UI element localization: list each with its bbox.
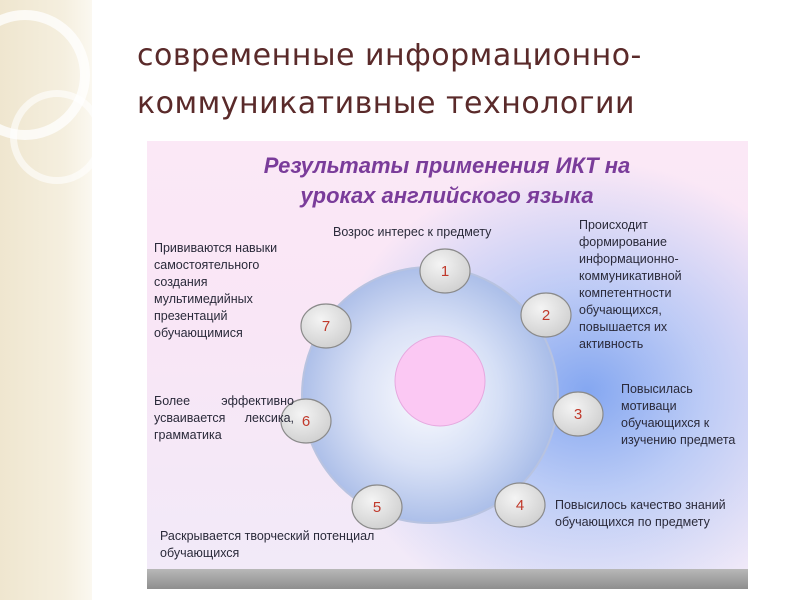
cycle-node-circle	[351, 484, 403, 530]
cycle-node-circle	[280, 398, 332, 444]
node-label-3: Повысилась мотиваци обучающихся к изучен…	[621, 382, 736, 447]
cycle-node-7: 7	[300, 303, 352, 349]
diagram-bottom-bar	[147, 569, 748, 589]
cycle-node-number: 3	[574, 406, 582, 423]
slide-title: современные информационно- коммуникативн…	[137, 32, 777, 128]
cycle-node-circle	[419, 248, 471, 294]
node-label-2: Происходит формирование информационно-ко…	[579, 218, 682, 351]
cycle-node-number: 2	[542, 307, 550, 324]
node-label-6: Более эффективно усваивается лексика, гр…	[154, 394, 294, 442]
cycle-node-circle	[520, 292, 572, 338]
diagram-heading-line-1: Результаты применения ИКТ на	[263, 153, 631, 178]
node-label-4: Повысилось качество знаний обучающихся п…	[555, 498, 726, 529]
cycle-node-1: 1	[419, 248, 471, 294]
cycle-node-6: 6	[280, 398, 332, 444]
cycle-node-4: 4	[494, 482, 546, 528]
cycle-node-circle	[552, 391, 604, 437]
slide-title-line-1: современные информационно-	[137, 38, 642, 73]
slide-title-line-2: коммуникативные технологии	[137, 86, 635, 121]
cycle-node-number: 1	[441, 263, 449, 280]
cycle-node-number: 6	[302, 413, 310, 430]
node-label-5: Раскрывается творческий потенциал обучаю…	[160, 529, 375, 560]
cycle-node-3: 3	[552, 391, 604, 437]
cycle-node-number: 5	[373, 499, 381, 516]
cycle-node-2: 2	[520, 292, 572, 338]
center-circle	[394, 335, 486, 427]
cycle-node-number: 4	[516, 497, 524, 514]
decorative-ring	[10, 90, 104, 184]
cycle-node-number: 7	[322, 318, 330, 335]
diagram-heading: Результаты применения ИКТ на уроках англ…	[187, 151, 707, 211]
ict-results-diagram: Результаты применения ИКТ на уроках англ…	[147, 141, 748, 589]
node-label-1: Возрос интерес к предмету	[333, 225, 492, 239]
decorative-side-band	[0, 0, 104, 600]
cycle-diagram: 1 2 3 4 5 6 7	[280, 248, 604, 530]
node-label-7: Прививаются навыки самостоятельного созд…	[154, 241, 278, 340]
cycle-node-circle	[300, 303, 352, 349]
diagram-heading-line-2: уроках английского языка	[300, 183, 594, 208]
cycle-node-5: 5	[351, 484, 403, 530]
cycle-node-circle	[494, 482, 546, 528]
